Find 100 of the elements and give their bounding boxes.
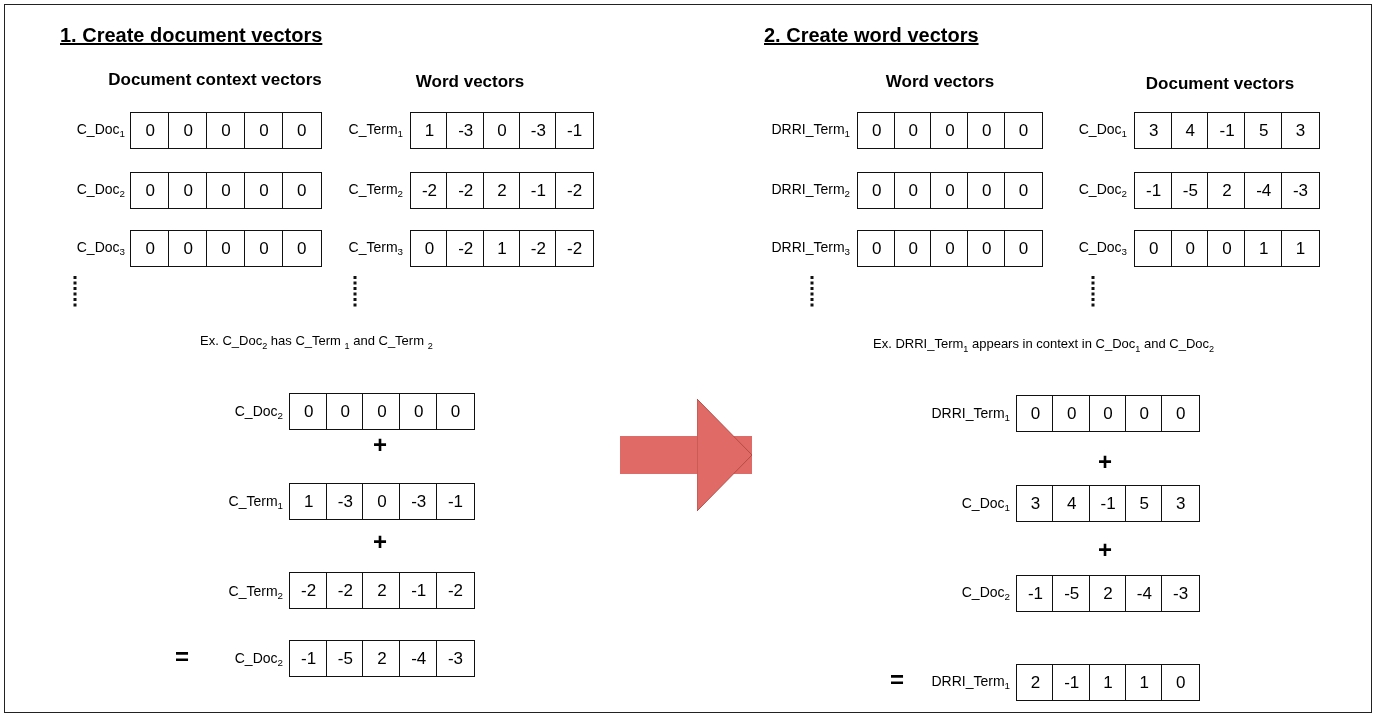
vector-cell: 0: [1161, 664, 1201, 701]
vector-cell: -3: [435, 640, 476, 677]
vector-cell: 0: [205, 172, 247, 209]
vector-label: C_Doc$_{3}$: [1078, 238, 1127, 258]
column-heading: Document context vectors: [108, 70, 322, 90]
vector-cell: 0: [281, 172, 323, 209]
vector-cell: 3: [1161, 485, 1201, 522]
operator-sign: =: [175, 643, 189, 671]
vector-cell: 0: [1016, 395, 1055, 432]
vector-cell: 0: [967, 112, 1007, 149]
vector-cell: 0: [130, 172, 171, 209]
vector-cell: 0: [1207, 230, 1247, 267]
vector-cell: 0: [205, 230, 247, 267]
vector-cell: -5: [1052, 575, 1092, 612]
vector-cell: -5: [1170, 172, 1210, 209]
vector-cell: -5: [325, 640, 365, 677]
vector-cell: 4: [1052, 485, 1092, 522]
section-heading: 1. Create document vectors: [60, 24, 323, 47]
vector-cell: 0: [1161, 395, 1201, 432]
vector-cell: 0: [362, 483, 402, 520]
vector-cell: -1: [555, 112, 595, 149]
vector-label: DRRI_Term$_{1}$: [771, 120, 850, 140]
vector-cell: -2: [289, 572, 329, 609]
vector-cell: 0: [893, 112, 933, 149]
vector-label: DRRI_Term$_{2}$: [771, 180, 850, 200]
example-note: Ex. DRRI_Term$_{1}$ appears in context in C_Doc$_{1}$ and C_Doc$_{2}$: [873, 336, 1215, 354]
vector-cell: 0: [281, 112, 323, 149]
vector-label: C_Doc$_{2}$: [76, 180, 125, 200]
vector-cell: -1: [435, 483, 476, 520]
block-arrow: [620, 398, 753, 512]
vector-cell: -2: [446, 172, 486, 209]
vector-cell: 1: [410, 112, 449, 149]
vector-label: C_Doc$_{1}$: [76, 120, 125, 140]
vector-cell: -2: [555, 230, 595, 267]
vector-cell: -4: [1244, 172, 1284, 209]
vector-cell: 0: [167, 230, 209, 267]
vector-cell: 0: [410, 230, 449, 267]
vector-cell: -1: [1207, 112, 1247, 149]
operator-sign: +: [1098, 448, 1112, 476]
vector-cell: -1: [289, 640, 329, 677]
vector-cell: 0: [930, 112, 970, 149]
vector-cell: -3: [399, 483, 439, 520]
vector-cell: 0: [435, 393, 476, 430]
vector-cell: 0: [1170, 230, 1210, 267]
vector-label: C_Term$_{3}$: [348, 238, 403, 258]
vector-cell: -3: [1280, 172, 1321, 209]
vector-cell: 0: [167, 112, 209, 149]
vector-cell: 0: [857, 230, 897, 267]
vector-label: C_Doc$_{3}$: [76, 238, 125, 258]
operator-sign: +: [1098, 536, 1112, 564]
vector-cell: -2: [325, 572, 365, 609]
vector-cell: -2: [446, 230, 486, 267]
vector-cell: 0: [205, 112, 247, 149]
vector-cell: -4: [399, 640, 439, 677]
vector-cell: 3: [1016, 485, 1055, 522]
vector-cell: 0: [930, 172, 970, 209]
vector-cell: -2: [410, 172, 449, 209]
column-heading: Word vectors: [885, 72, 995, 92]
vector-cell: 2: [1016, 664, 1055, 701]
vector-cell: -3: [1161, 575, 1201, 612]
vector-cell: 1: [289, 483, 329, 520]
vector-cell: 0: [325, 393, 365, 430]
column-heading: Document vectors: [1145, 74, 1295, 94]
vector-cell: 0: [1003, 172, 1044, 209]
vector-cell: 0: [1003, 112, 1044, 149]
vector-label: DRRI_Term$_{1}$: [931, 672, 1010, 692]
vector-cell: 0: [967, 172, 1007, 209]
vector-cell: 0: [1003, 230, 1044, 267]
vector-cell: -3: [446, 112, 486, 149]
vector-cell: 2: [362, 572, 402, 609]
vector-label: DRRI_Term$_{1}$: [931, 404, 1010, 424]
vector-label: C_Term$_{2}$: [348, 180, 403, 200]
vector-cell: 2: [362, 640, 402, 677]
operator-sign: =: [890, 666, 904, 694]
vector-cell: 0: [167, 172, 209, 209]
vector-cell: 0: [243, 230, 285, 267]
vector-cell: 0: [930, 230, 970, 267]
vector-cell: -2: [555, 172, 595, 209]
vector-cell: 3: [1134, 112, 1174, 149]
vector-cell: 1: [1280, 230, 1321, 267]
vector-label: C_Doc$_{2}$: [961, 583, 1010, 603]
vector-cell: -2: [435, 572, 476, 609]
vector-cell: 0: [857, 112, 897, 149]
vector-cell: 5: [1244, 112, 1284, 149]
vector-label: C_Term$_{1}$: [348, 120, 403, 140]
vector-cell: 0: [1052, 395, 1092, 432]
vector-cell: 0: [362, 393, 402, 430]
vector-cell: 0: [289, 393, 329, 430]
vector-cell: 0: [967, 230, 1007, 267]
vector-cell: 0: [243, 112, 285, 149]
example-note: Ex. C_Doc$_{2}$ has C_Term $_{1}$ and C_Term $_{2}$: [200, 333, 433, 351]
vector-cell: 0: [130, 230, 171, 267]
vector-label: C_Doc$_{2}$: [234, 402, 283, 422]
vector-cell: 0: [281, 230, 323, 267]
operator-sign: +: [373, 431, 387, 459]
vector-cell: 0: [243, 172, 285, 209]
vector-cell: 0: [857, 172, 897, 209]
vector-label: C_Doc$_{1}$: [961, 494, 1010, 514]
vector-label: C_Doc$_{1}$: [1078, 120, 1127, 140]
vector-label: C_Doc$_{2}$: [234, 649, 283, 669]
